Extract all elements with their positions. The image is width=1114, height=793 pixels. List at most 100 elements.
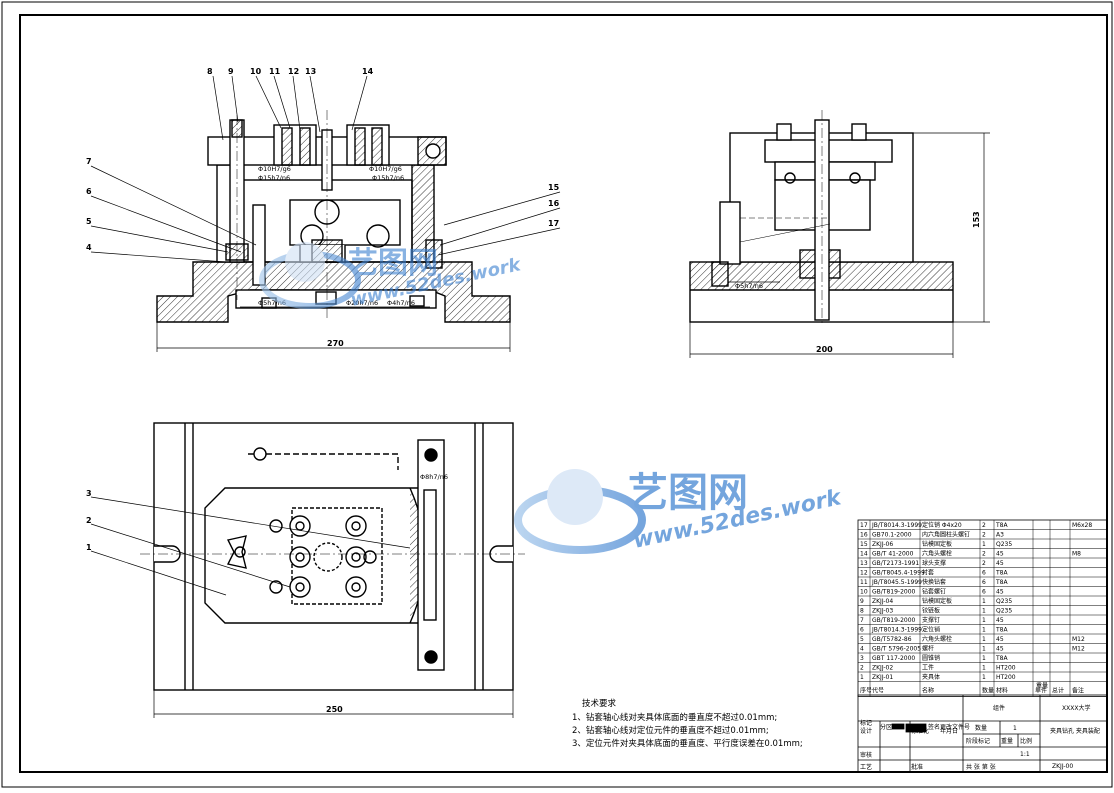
- top-leaders: [90, 496, 514, 718]
- tb-scale: 1:1: [1020, 751, 1030, 758]
- bom-cell-code: GBT 117-2000: [872, 655, 915, 662]
- bom-cell-code: GB/T8045.4-1999: [872, 570, 925, 577]
- bom-cell-mat: Q235: [996, 608, 1012, 615]
- bom-cell-name: 定位销: [922, 626, 940, 634]
- tb-approve: 批准: [911, 763, 923, 771]
- tb-school: XXXX大学: [1062, 704, 1090, 712]
- bom-cell-mat: T8A: [995, 579, 1008, 586]
- top-fit-label: Φ8h7/n6: [420, 473, 448, 481]
- tb-drawing-name: 夹具钻孔 夹具装配: [1050, 727, 1100, 735]
- bom-cell-note: M12: [1072, 636, 1085, 643]
- callout-2: 2: [86, 516, 92, 525]
- bom-cell-qty: 6: [982, 589, 986, 596]
- top-labels: 3 2 1 Φ8h7/n6 250: [86, 473, 448, 714]
- callout-3: 3: [86, 489, 92, 498]
- bom-cell-no: 6: [860, 627, 864, 634]
- bom-cell-no: 4: [860, 646, 864, 653]
- bom-cell-name: 钻模固定板: [922, 597, 952, 605]
- bom-cell-mat: Q235: [996, 541, 1012, 548]
- bom-cell-mat: 45: [996, 560, 1004, 567]
- bom-cell-name: 钻套螺钉: [922, 588, 946, 596]
- tb-part: 组件: [993, 704, 1005, 712]
- fit-label: Φ5h7/n6: [258, 299, 286, 307]
- bom-cell-code: ZKJJ-02: [872, 665, 893, 672]
- front-leaders: [90, 75, 561, 352]
- bom-cell-mat: Q235: [996, 598, 1012, 605]
- tb-design: 设计: [860, 727, 872, 735]
- tb-standard: 标准化: [911, 727, 929, 735]
- bom-cell-code: JB/T8014.3-1999: [871, 522, 922, 529]
- bom-cell-name: 圆锥销: [922, 654, 940, 662]
- bom-cell-code: JB/T8014.3-1999: [871, 627, 922, 634]
- bom-cell-no: 11: [860, 579, 868, 586]
- bom-cell-qty: 1: [982, 627, 986, 634]
- tb-date: 年月日: [940, 727, 958, 735]
- fit-label: Φ15h7/n6: [258, 174, 290, 182]
- bom-cell-mat: T8A: [995, 655, 1008, 662]
- bom-cell-no: 10: [860, 589, 868, 596]
- bom-cell-mat: A3: [996, 532, 1004, 539]
- dim-side-height: 153: [972, 211, 981, 228]
- bom-cell-qty: 2: [982, 522, 986, 529]
- bom-cell-name: 内六角圆柱头螺钉: [922, 531, 970, 539]
- tb-mark: 标记: [860, 719, 872, 727]
- callout-17: 17: [548, 219, 559, 228]
- bom-cell-mat: T8A: [995, 570, 1008, 577]
- bom-cell-mat: 45: [996, 551, 1004, 558]
- bom-cell-no: 5: [860, 636, 864, 643]
- title-block: [857, 694, 1108, 773]
- bom-cell-mat: 45: [996, 636, 1004, 643]
- bom-header-cell: 数量: [982, 687, 994, 695]
- bom-cell-code: GB/T2173-1991: [872, 560, 919, 567]
- bom-cell-code: GB/T 41-2000: [872, 551, 914, 558]
- bom-cell-mat: 45: [996, 617, 1004, 624]
- inner-border: [19, 14, 1108, 773]
- callout-16: 16: [548, 199, 560, 208]
- bom-cell-qty: 1: [982, 541, 986, 548]
- callout-5: 5: [86, 217, 92, 226]
- fit-label: Φ20h7/n6: [346, 299, 378, 307]
- callout-13: 13: [305, 67, 316, 76]
- bom-cell-mat: T8A: [995, 522, 1008, 529]
- globe-logo-icon: [514, 469, 646, 554]
- bom-cell-code: GB/T819-2000: [872, 589, 916, 596]
- dim-side-width: 200: [816, 345, 833, 354]
- callout-6: 6: [86, 187, 92, 196]
- bom-header-cell: 代号: [872, 687, 884, 695]
- side-labels: Φ5h7/n6 200 153: [735, 211, 981, 354]
- tech-requirements: 技术要求 1、钻套轴心线对夹具体底面的垂直度不超过0.01mm; 2、钻套轴心线…: [572, 698, 803, 749]
- tb-scale-label: 比例: [1020, 737, 1032, 745]
- callout-7: 7: [86, 157, 92, 166]
- bom-cell-code: ZKJJ-01: [872, 674, 893, 681]
- bom-cell-no: 1: [860, 674, 864, 681]
- bom-cell-name: 铰链板: [922, 607, 940, 615]
- bom-cell-code: GB70.1-2000: [872, 532, 912, 539]
- bom-cell-code: ZKJJ-03: [872, 608, 893, 615]
- side-dims: [689, 132, 990, 358]
- bom-cell-qty: 1: [982, 598, 986, 605]
- side-fit-label: Φ5h7/n6: [735, 282, 763, 290]
- front-fits: Φ10H7/g6 Φ15h7/n6 Φ10H7/g6 Φ15h7/n6 Φ5h7…: [258, 165, 415, 348]
- bom-cell-name: 工件: [922, 664, 934, 672]
- bom-cell-note: M6x28: [1072, 522, 1092, 529]
- bom-cell-qty: 2: [982, 551, 986, 558]
- bom-cell-code: ZKJJ-04: [872, 598, 893, 605]
- fit-label: Φ10H7/g6: [369, 165, 402, 173]
- bom-cell-qty: 1: [982, 646, 986, 653]
- tb-zone: 分区: [880, 723, 892, 731]
- bom-cell-mat: HT200: [996, 665, 1016, 672]
- bom-cell-name: 支撑钉: [922, 616, 940, 624]
- front-workpiece: [289, 199, 401, 246]
- bom-cell-code: GB/T819-2000: [872, 617, 916, 624]
- tb-stage-label: 阶段标记: [966, 737, 990, 745]
- tb-qty-label: 数量: [975, 724, 987, 732]
- tech-req-item: 2、钻套轴心线对定位元件的垂直度不超过0.01mm;: [572, 725, 769, 736]
- bom-cell-name: 夹具体: [922, 673, 940, 681]
- top-view: [140, 422, 525, 691]
- bom-cell-name: 六角头螺栓: [922, 635, 952, 643]
- bom-cell-no: 9: [860, 598, 864, 605]
- bom-cell-no: 3: [860, 655, 864, 662]
